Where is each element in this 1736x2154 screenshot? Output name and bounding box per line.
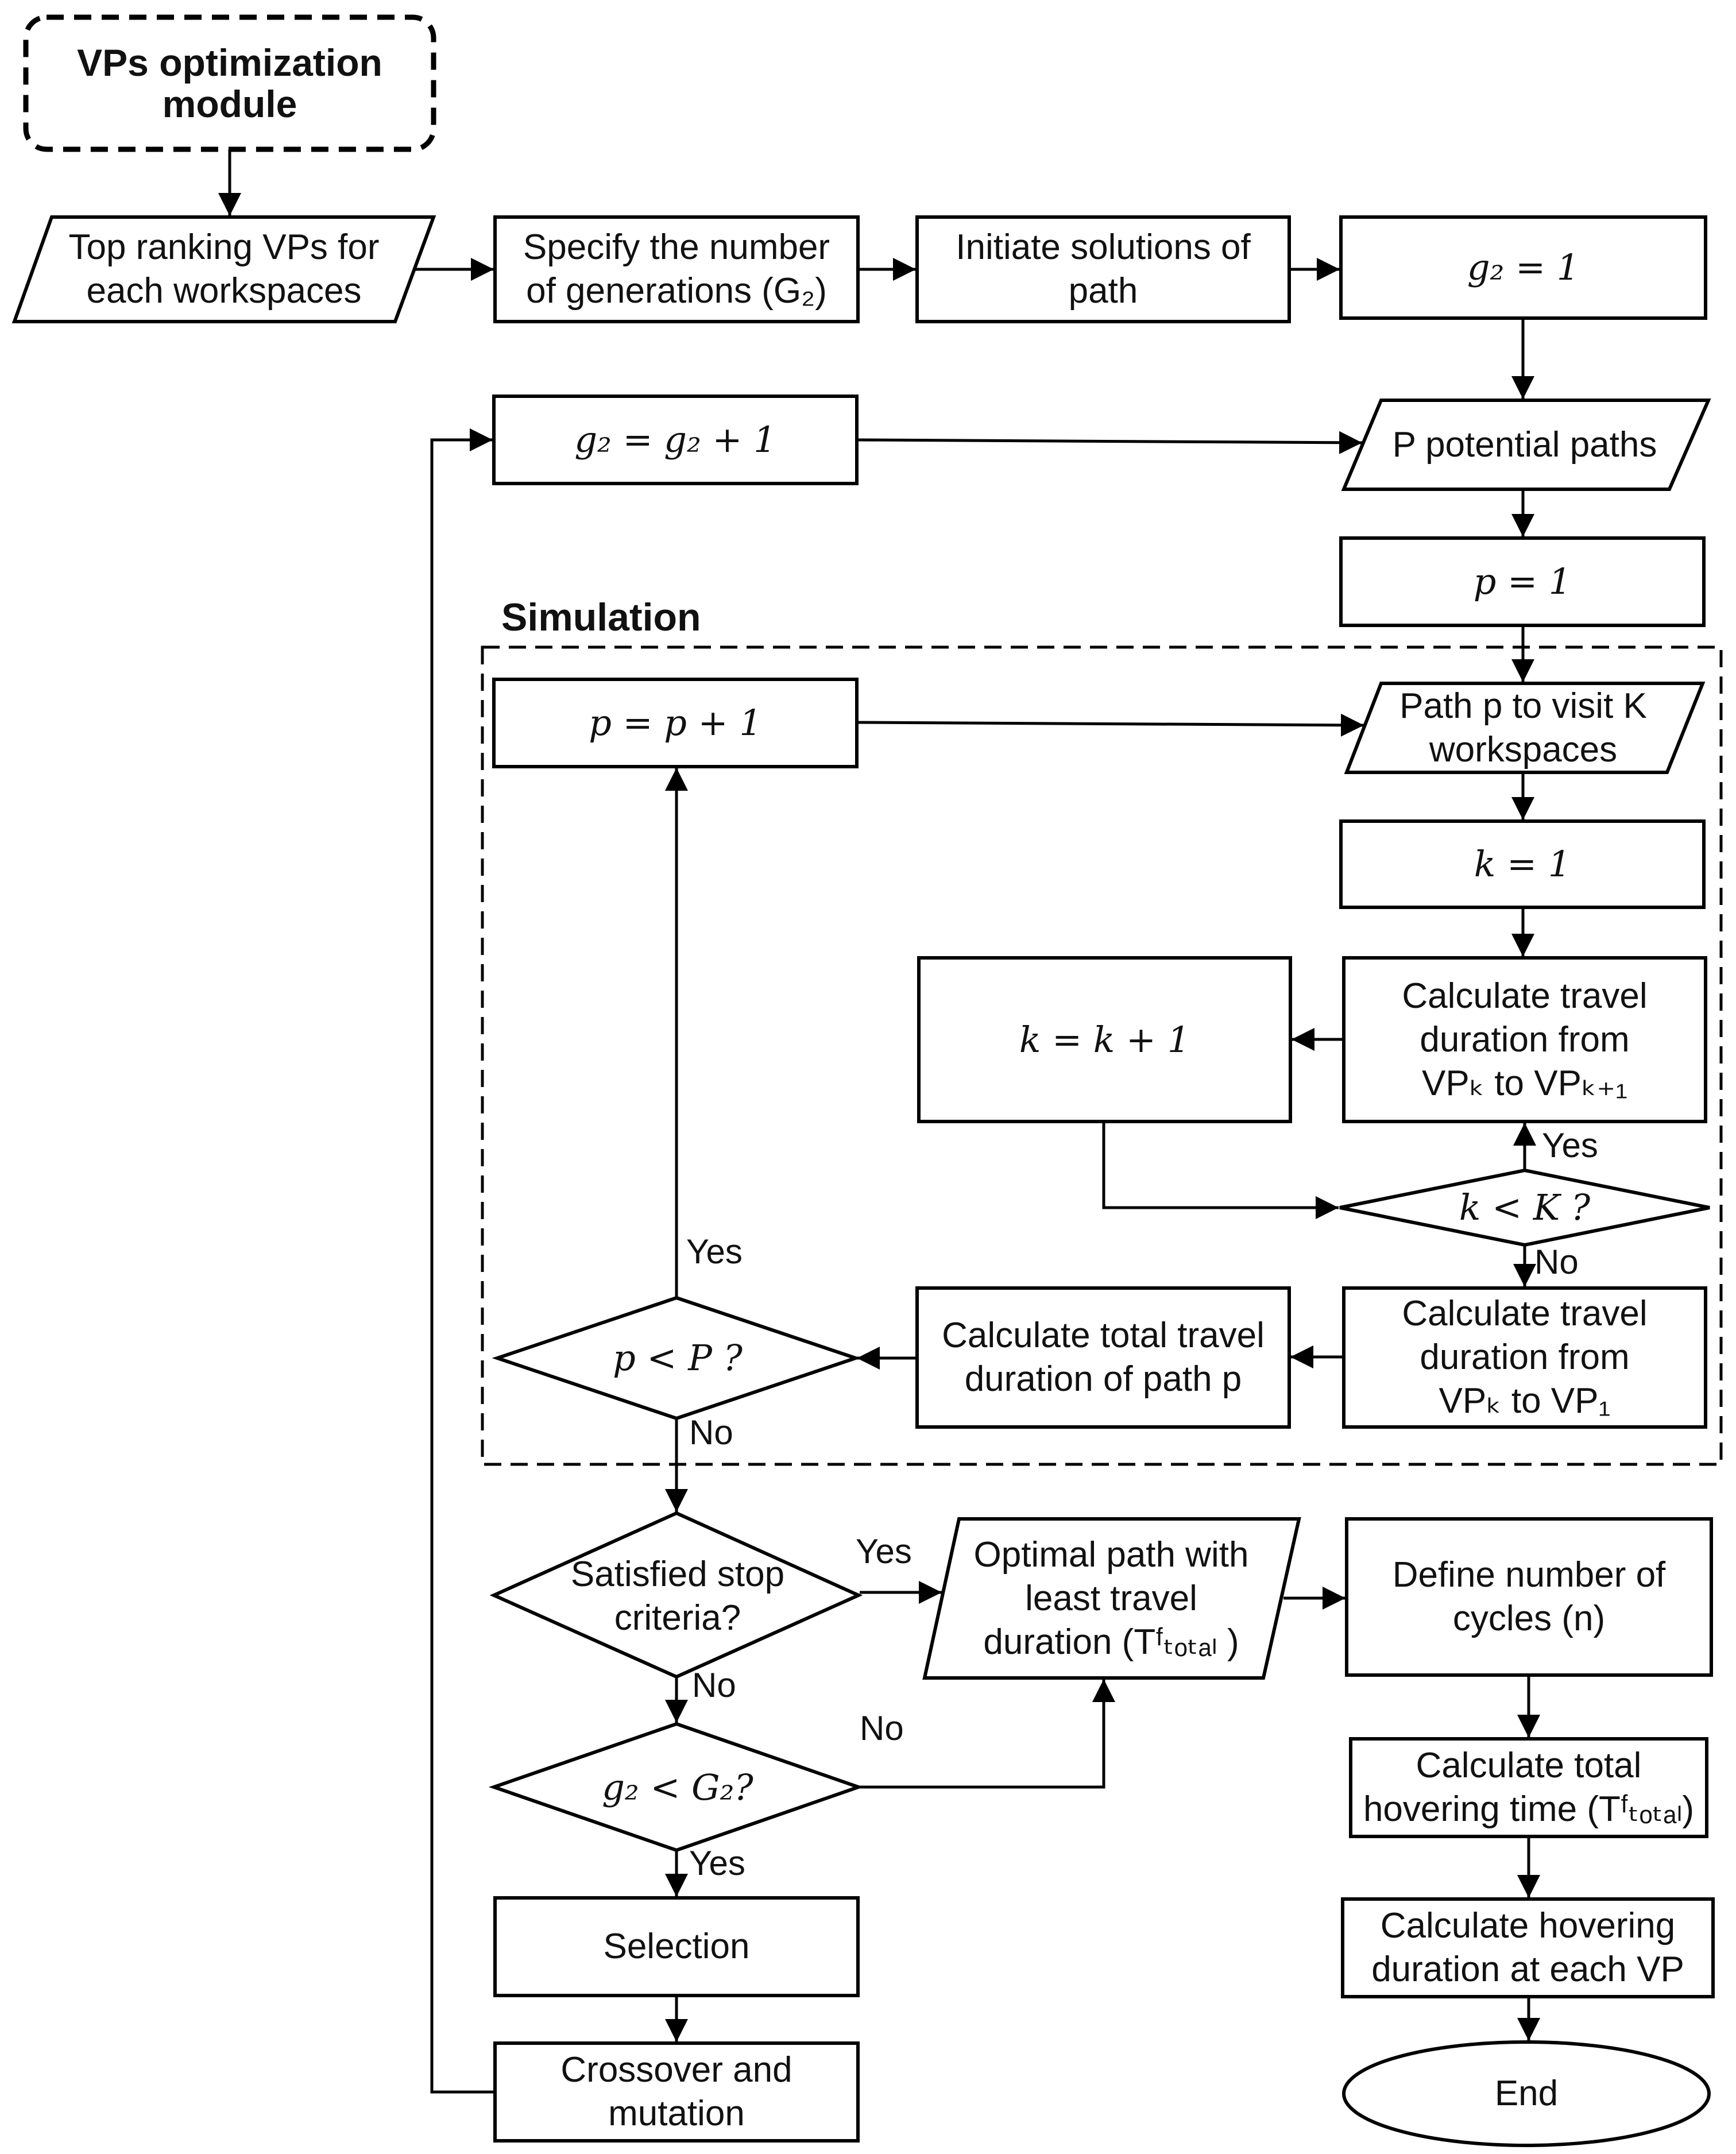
edge-label-gen-yes: Yes	[689, 1844, 745, 1882]
arrow-pinc-path	[856, 713, 1364, 737]
specify-generations-shape	[493, 215, 860, 323]
k-less-K-label: k < K ?	[1459, 1186, 1591, 1228]
selection-shape	[493, 1896, 860, 1997]
p-increment-shape	[492, 678, 859, 768]
path-visit-shape	[1344, 682, 1706, 774]
edge-label-k-yes: Yes	[1542, 1126, 1598, 1165]
g2-increment-label: g₂ = g₂ + 1	[574, 419, 776, 461]
simulation-boundary	[481, 645, 1723, 1466]
initiate-solutions-label: Initiate solutions of path	[956, 227, 1251, 311]
calc-travel-first-label: Calculate travel duration from VPₖ to VP…	[1402, 1294, 1648, 1421]
end-label: End	[1494, 2074, 1559, 2113]
path-visit-label: Path p to visit K workspaces	[1399, 686, 1647, 769]
stop-criteria-label: Satisfied stop criteria?	[570, 1554, 785, 1638]
p-init-label: p = 1	[1473, 560, 1572, 602]
p-less-P-label: p < P ?	[613, 1337, 743, 1379]
top-ranking-label: Top ranking VPs for each workspaces	[68, 227, 380, 311]
module-label: VPs optimization module	[77, 41, 382, 125]
crossover-shape	[493, 2041, 860, 2143]
edge-label-p-no: No	[689, 1413, 733, 1452]
arrow-gen-no	[859, 1679, 1115, 1789]
define-cycles-label: Define number of cycles (n)	[1392, 1555, 1666, 1638]
edge-label-stop-no: No	[692, 1666, 736, 1704]
simulation-title: Simulation	[501, 595, 701, 639]
calc-total-path-label: Calculate total travel duration of path …	[942, 1316, 1265, 1399]
calc-travel-next-label: Calculate travel duration from VPₖ to VP…	[1402, 976, 1648, 1103]
k-init-label: k = 1	[1474, 843, 1571, 885]
edge-label-k-no: No	[1534, 1243, 1579, 1281]
p-init-shape	[1339, 536, 1706, 627]
calc-travel-next-shape	[1342, 956, 1707, 1123]
calc-total-path-shape	[915, 1286, 1291, 1429]
top-ranking-shape	[11, 215, 436, 323]
crossover-label: Crossover and mutation	[560, 2050, 792, 2133]
k-init-shape	[1339, 819, 1706, 909]
calc-hovering-total-shape	[1349, 1737, 1708, 1838]
define-cycles-shape	[1345, 1517, 1713, 1677]
arrow-kinc-decision	[1102, 1122, 1339, 1219]
g2-less-G2-label: g₂ < G₂?	[602, 1766, 753, 1808]
arrow-crossover-loop	[430, 428, 495, 2094]
calc-hovering-each-label: Calculate hovering duration at each VP	[1371, 1906, 1684, 1989]
calc-hovering-total-label: Calculate total hovering time (Tᶠₜₒₜₐₗ)	[1363, 1746, 1695, 1829]
g2-init-shape	[1339, 215, 1707, 320]
edge-label-gen-no: No	[860, 1709, 904, 1747]
p-increment-label: p = p + 1	[589, 702, 762, 744]
edge-label-p-yes: Yes	[686, 1232, 743, 1271]
potential-paths-shape	[1341, 399, 1711, 491]
arrow-inc-paths	[856, 431, 1363, 454]
specify-generations-label: Specify the number of generations (G₂)	[523, 227, 830, 311]
potential-paths-label: P potential paths	[1392, 424, 1657, 465]
g2-init-label: g₂ = 1	[1467, 246, 1580, 288]
edge-label-stop-yes: Yes	[856, 1532, 912, 1571]
selection-label: Selection	[603, 1927, 750, 1966]
optimal-path-shape	[922, 1517, 1301, 1680]
initiate-solutions-shape	[915, 215, 1291, 323]
calc-travel-first-shape	[1342, 1286, 1707, 1429]
k-increment-shape	[917, 956, 1292, 1123]
k-increment-label: k = k + 1	[1019, 1018, 1190, 1061]
end-shape	[1342, 2040, 1711, 2147]
optimal-path-label: Optimal path with least travel duration …	[973, 1534, 1249, 1662]
